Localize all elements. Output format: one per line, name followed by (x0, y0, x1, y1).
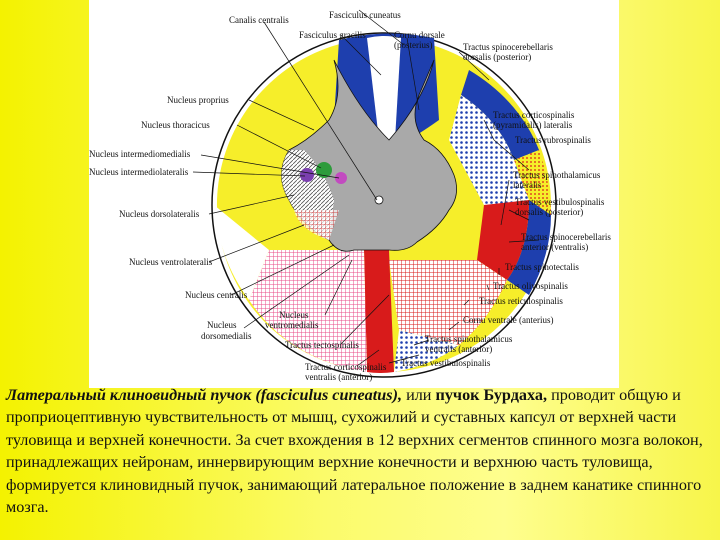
label-nucleus-ventromedialis: Nucleus (279, 310, 309, 320)
label-nucleus-intermediomedialis: Nucleus intermediomedialis (89, 149, 191, 159)
label-nucleus-centralis: Nucleus centralis (185, 290, 248, 300)
label-tractus-spinocerebellaris-dorsalis: Tractus spinocerebellaris (463, 42, 553, 52)
label-cornu-dorsale-2: (posterius) (394, 40, 433, 50)
nucleus-thoracicus-dot (316, 162, 332, 178)
label-nucleus-proprius: Nucleus proprius (167, 95, 229, 105)
label-tractus-rubrospinalis: Tractus rubrospinalis (515, 135, 591, 145)
tractus-spinocerebellaris-anterior (507, 200, 551, 295)
label-tractus-spinothalamicus-lateralis-2: lateralis (513, 180, 542, 190)
label-nucleus-dorsomedialis: Nucleus (207, 320, 237, 330)
label-tractus-spinothalamicus-ventralis: Tractus spinothalamicus (425, 334, 513, 344)
label-tractus-corticospinalis-ventralis: Tractus corticospinalis (305, 362, 387, 372)
label-canalis-centralis: Canalis centralis (229, 15, 289, 25)
label-tractus-spinocerebellaris-dorsalis-2: dorsalis (posterior) (463, 52, 531, 62)
label-tractus-vestibulospinalis-dorsalis: Tractus vestibulospinalis (515, 197, 605, 207)
fasciculus-gracilis (367, 36, 401, 144)
label-tractus-spinocerebellaris-anterior: Tractus spinocerebellaris (521, 232, 611, 242)
label-nucleus-thoracicus: Nucleus thoracicus (141, 120, 210, 130)
label-tractus-corticospinalis-lateralis-2: (pyramidalis) lateralis (493, 120, 573, 130)
canalis-centralis (374, 195, 384, 205)
label-tractus-vestibulospinalis: Tractus vestibulospinalis (401, 358, 491, 368)
caption-term: Латеральный клиновидный пучок (fasciculu… (6, 386, 403, 404)
label-cornu-dorsale: Cornu dorsale (394, 30, 445, 40)
tractus-vestibulospinalis (394, 330, 459, 372)
caption-body: проводит общую и проприоцептивную чувств… (6, 386, 703, 517)
left-ventral-funiculus (249, 250, 367, 372)
tractus-corticospinalis-ventralis (364, 250, 394, 373)
diagram-labels: Canalis centralis Fasciculus cuneatus Fa… (89, 10, 611, 382)
label-tractus-olivospinalis: Tractus olivospinalis (493, 281, 568, 291)
tractus-reticulospinalis (389, 260, 507, 345)
label-nucleus-ventrolateralis: Nucleus ventrolateralis (129, 257, 213, 267)
label-tractus-spinotectalis: Tractus spinotectalis (505, 262, 579, 272)
label-tractus-spinocerebellaris-anterior-2: anterior (ventralis) (521, 242, 588, 252)
label-tractus-spinothalamicus-ventralis-2: ventralis (anterior) (425, 344, 492, 354)
label-tractus-reticulospinalis: Tractus reticulospinalis (479, 296, 563, 306)
nucleus-intermediolateralis-dot (300, 168, 314, 182)
nucleus-intermediomedialis-dot (335, 172, 347, 184)
tractus-rubrospinalis (514, 150, 551, 215)
caption-or: или (402, 386, 436, 404)
label-nucleus-ventromedialis-2: ventromedialis (265, 320, 319, 330)
label-tractus-corticospinalis-ventralis-2: ventralis (anterior) (305, 372, 372, 382)
label-tractus-tectospinalis: Tractus tectospinalis (285, 340, 359, 350)
label-tractus-vestibulospinalis-dorsalis-2: dorsalis (posterior) (515, 207, 583, 217)
caption-name: пучок Бурдаха, (435, 386, 548, 404)
label-nucleus-dorsolateralis: Nucleus dorsolateralis (119, 209, 200, 219)
tractus-spinothalamicus-lateralis (477, 200, 529, 280)
label-cornu-ventrale: Cornu ventrale (anterius) (463, 315, 553, 325)
tractus-spinocerebellaris-dorsalis (461, 70, 539, 160)
label-fasciculus-gracilis: Fasciculus gracilis (299, 30, 366, 40)
label-nucleus-dorsomedialis-2: dorsomedialis (201, 331, 252, 341)
caption-text: Латеральный клиновидный пучок (fasciculu… (6, 384, 714, 518)
leader-lines (192, 9, 540, 367)
label-tractus-spinothalamicus-lateralis: Tractus spinothalamicus (513, 170, 601, 180)
label-fasciculus-cuneatus: Fasciculus cuneatus (329, 10, 401, 20)
label-tractus-corticospinalis-lateralis: Tractus corticospinalis (493, 110, 575, 120)
spinal-cord-diagram: Canalis centralis Fasciculus cuneatus Fa… (89, 0, 619, 388)
label-nucleus-intermediolateralis: Nucleus intermediolateralis (89, 167, 189, 177)
